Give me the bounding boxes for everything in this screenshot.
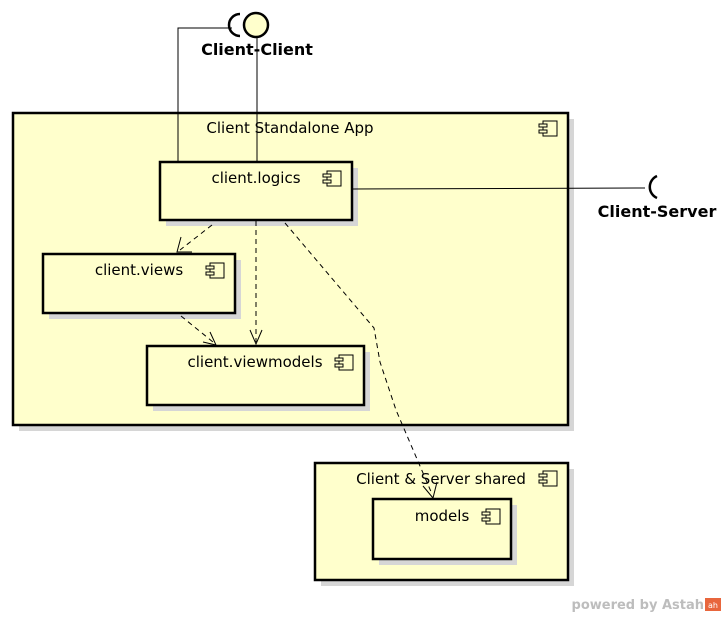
socket-icon [648,174,658,200]
interface-client-client[interactable]: Client-Client [177,11,313,161]
arrowhead-icon [422,481,438,500]
socket-icon [227,12,241,38]
dependency-views-to-viewmodels[interactable] [180,315,217,346]
arrowhead-icon [202,331,217,346]
component-client-viewmodels[interactable]: client.viewmodels [145,344,370,411]
required-interface-line [351,187,646,190]
component-client-views[interactable]: client.views [41,252,241,319]
dependency-logics-to-viewmodels[interactable] [249,221,263,346]
interface-label: Client-Server [598,202,717,221]
interface-client-server[interactable]: Client-Server [351,174,717,221]
dependency-logics-to-models[interactable] [284,222,438,500]
astah-logo-icon [705,598,721,611]
component-label: client.views [95,261,184,279]
component-label: Client Standalone App [206,119,373,137]
interface-label: Client-Client [201,40,313,59]
lollipop-icon [242,11,270,39]
astah-logo-text: ah [708,601,718,610]
component-label: models [415,507,470,525]
arrowhead-icon [176,236,192,253]
required-interface-line [177,27,232,161]
component-label: client.logics [211,169,300,187]
arrowhead-icon [249,329,263,346]
component-client-logics[interactable]: client.logics [158,160,358,226]
component-label: client.viewmodels [187,353,322,371]
component-models[interactable]: models [371,497,517,565]
component-label: Client & Server shared [356,470,526,488]
watermark: powered by Astah ah [572,598,721,613]
watermark-text: powered by Astah [572,598,704,613]
dependency-logics-to-views[interactable] [176,224,213,253]
